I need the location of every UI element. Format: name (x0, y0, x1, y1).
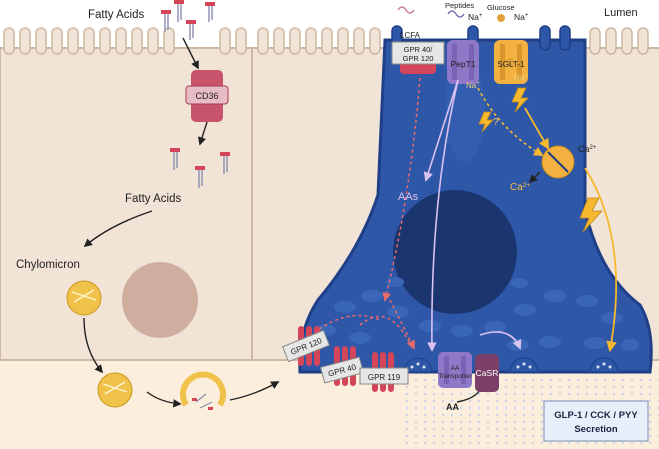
pept1-transporter (447, 40, 479, 84)
peptide-molecule (447, 10, 465, 18)
sglt1-label: SGLT-1 (498, 60, 526, 69)
gpr40-gpr120-apical-receptor (391, 41, 445, 74)
ca-label-inside: Ca2+ (510, 182, 530, 193)
glucose-molecule (497, 14, 505, 22)
gpr119-basolateral-receptor (359, 352, 409, 392)
gpr120-basolateral-receptor (281, 326, 331, 366)
fatty-acid-molecules-top (161, 0, 215, 40)
casr-label: CaSR (476, 368, 499, 378)
eec-organelles (314, 277, 639, 351)
glucose-label: Glucose (487, 3, 515, 12)
aas-label: AAs (398, 191, 419, 203)
granule-clusters (403, 357, 619, 373)
secretion-label-1: GLP-1 / CCK / PYY (554, 410, 638, 421)
enterocyte-nucleus (122, 262, 198, 338)
glucose-inside (506, 58, 514, 66)
fatty-acid-molecules-mid (170, 148, 230, 188)
na-inside-sglt: Na+ (514, 73, 528, 82)
fatty-acids-top-label: Fatty Acids (88, 9, 144, 21)
calcium-channel (541, 145, 575, 179)
gpr119-label: GPR 119 (368, 373, 401, 382)
gpr40-basolateral-receptor (319, 346, 365, 386)
gpr40-120-label-2: GPR 120 (403, 54, 434, 63)
cd36-transporter: CD36 (185, 70, 229, 122)
gpr40-120-label-1: GPR 40/ (404, 45, 434, 54)
aa-transporter-label-2: Transporter (438, 373, 472, 380)
pept1-label: PepT1 (450, 59, 475, 69)
fatty-acids-mid-label: Fatty Acids (125, 193, 181, 205)
na-label-sglt: Na+ (514, 12, 529, 22)
aa-transporter (438, 352, 472, 388)
peptides-label: Peptides (445, 1, 474, 10)
eec-nucleus (393, 190, 517, 314)
ca-label-outside: Ca2+ (578, 144, 597, 154)
flow-arrows (83, 37, 487, 408)
aa-label: AA (446, 402, 459, 412)
na-inside-pept1: Na+ (466, 81, 480, 90)
lcfa-label: LCFA (400, 31, 421, 40)
lcfa-molecule (397, 6, 415, 14)
lumen-label: Lumen (604, 7, 638, 19)
aa-transporter-label-1: AA (451, 365, 460, 372)
question-mark: ? (493, 117, 499, 128)
lightning-icons (478, 87, 603, 233)
chylomicron-label: Chylomicron (16, 259, 80, 271)
signaling-arrows (304, 77, 618, 353)
na-label-pept1: Na+ (468, 12, 483, 22)
chylomicron-particles (66, 280, 226, 410)
secretion-box (543, 400, 649, 442)
secretion-label-2: Secretion (574, 424, 617, 435)
cd36-label: CD36 (195, 91, 218, 101)
casr-receptor (475, 354, 499, 392)
